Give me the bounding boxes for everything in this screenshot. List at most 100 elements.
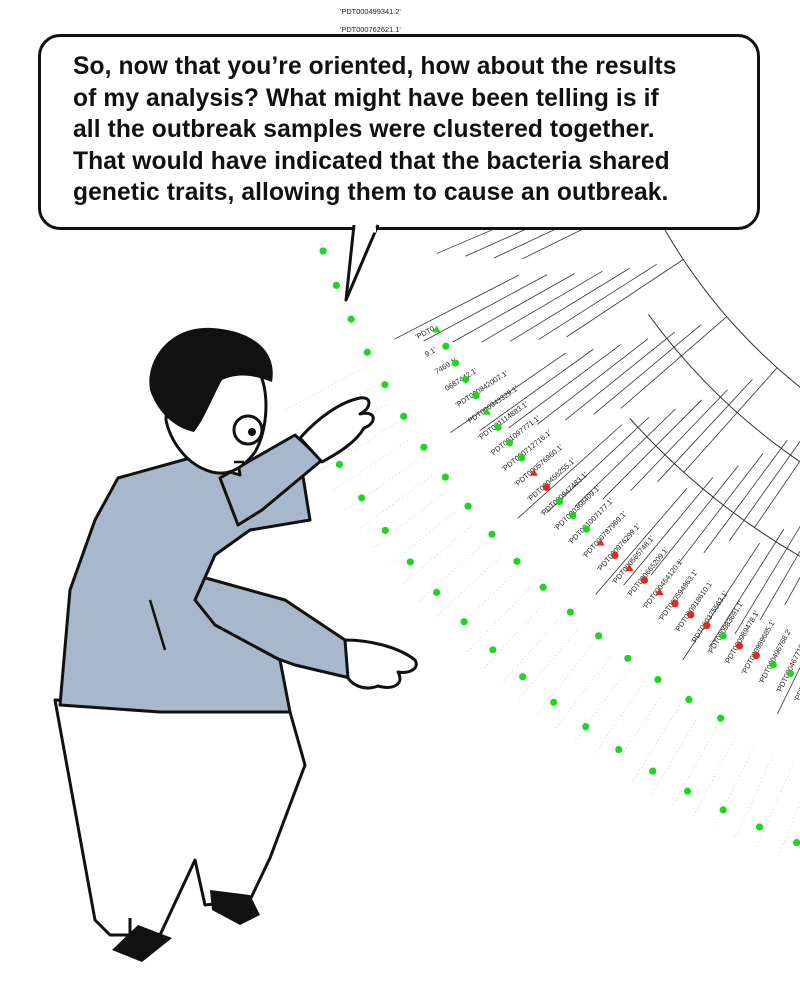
tree-branch	[620, 316, 727, 409]
outer-marker-rings	[315, 247, 800, 847]
upper-hand	[298, 396, 375, 464]
tree-leaf-dot-icon	[569, 511, 577, 520]
hair	[149, 327, 273, 432]
tree-leaf-dot-icon	[703, 622, 711, 630]
tree-leaf-dot-icon	[494, 423, 502, 431]
tree-branch	[574, 408, 676, 507]
tree-leaf-connector	[631, 705, 681, 783]
tree-leaf-connector	[284, 367, 365, 411]
tree-branch	[734, 526, 800, 635]
outer-ring-dot-icon	[685, 695, 693, 704]
outer-ring-dot-icon	[793, 838, 800, 847]
tree-leaf-triangle-icon	[529, 468, 538, 476]
tree-markers	[432, 325, 795, 678]
outer-ring-dot-icon	[566, 608, 574, 616]
tree-leaf-connector	[518, 630, 577, 700]
tree-leaf-connector	[692, 737, 736, 818]
tree-branch	[657, 378, 753, 483]
tree-branch	[394, 274, 519, 340]
shirt-upper-arm	[218, 433, 324, 527]
tree-branch	[650, 465, 739, 576]
tree-leaf-dot-icon	[506, 439, 514, 447]
outer-ring-dot-icon	[550, 698, 558, 706]
tree-leaf-dot-icon	[517, 454, 526, 462]
tree-leaf-dot-icon	[542, 483, 551, 491]
tree-branch	[566, 259, 684, 338]
tree-branch	[602, 399, 703, 500]
tree-leaf-connector	[672, 727, 717, 806]
tree-leaf-dot-icon	[442, 342, 450, 350]
outer-ring-dot-icon	[363, 348, 371, 356]
glasses-icon	[232, 414, 264, 446]
tree-branch	[623, 477, 714, 586]
tree-branch	[593, 324, 702, 415]
outer-ring-dot-icon	[582, 723, 590, 731]
tree-branch	[450, 352, 566, 433]
tree-leaf-dot-icon	[671, 600, 679, 608]
tree-branch	[565, 331, 675, 421]
tree-branch	[729, 440, 800, 541]
lower-hand	[343, 638, 418, 690]
outer-ring-dot-icon	[381, 526, 389, 535]
tree-leaf-dot-icon	[461, 375, 470, 384]
tree-leaf-dot-icon	[735, 642, 744, 650]
tree-leaf-label: 'PDT000499341.2'	[340, 7, 401, 16]
tree-leaf-triangle-icon	[596, 538, 605, 546]
outer-ring-dot-icon	[654, 675, 662, 684]
tree-leaf-dot-icon	[555, 497, 564, 506]
speech-line-2: of my analysis? What might have been tel…	[73, 84, 659, 112]
outer-ring-dot-icon	[488, 530, 496, 538]
tree-branch	[481, 270, 603, 343]
outer-ring-dot-icon	[719, 806, 727, 814]
speech-line-3: all the outbreak samples were clustered …	[73, 116, 655, 144]
tree-leaf-connector	[536, 644, 594, 715]
outer-ring-dot-icon	[489, 646, 497, 654]
tree-leaf-dot-icon	[640, 576, 648, 584]
tree-branch	[630, 389, 728, 492]
left-shoe	[112, 925, 172, 962]
tree-leaf-dot-icon	[752, 652, 760, 660]
tree-leaf-connector	[713, 746, 755, 828]
tree-branch	[784, 576, 800, 606]
outer-ring-dot-icon	[358, 494, 366, 502]
outer-ring-dot-icon	[615, 746, 623, 754]
tree-leaf-dot-icon	[719, 632, 727, 640]
tree-branch	[517, 424, 623, 519]
tree-leaf-triangle-icon	[655, 588, 664, 596]
outer-ring-dot-icon	[441, 473, 449, 481]
tree-leaf-triangle-icon	[432, 325, 441, 333]
outer-ring-dot-icon	[755, 823, 764, 831]
tree-clade-arc	[648, 314, 800, 463]
tree-leaf-connector	[554, 657, 611, 730]
outer-ring-dot-icon	[683, 787, 692, 795]
tree-leaf-connector	[373, 492, 445, 548]
tree-leaf-connector	[466, 587, 530, 653]
tree-branches	[284, 196, 800, 866]
outer-ring-dot-icon	[381, 381, 389, 389]
outer-ring-dot-icon	[717, 714, 725, 722]
tree-leaf-connector	[612, 694, 663, 770]
tree-branch	[538, 263, 657, 340]
tree-clade-arc	[664, 229, 800, 388]
tree-branch	[683, 367, 778, 473]
tree-leaf-connector	[483, 602, 546, 669]
speech-line-1: So, now that you’re oriented, how about …	[73, 53, 677, 80]
outer-ring-dot-icon	[332, 281, 340, 289]
tree-branch	[777, 666, 800, 715]
tree-branch	[546, 416, 650, 513]
outer-ring-dot-icon	[539, 583, 547, 591]
tree-leaf-connector	[734, 756, 774, 838]
tree-leaf-dot-icon	[687, 611, 695, 619]
outer-ring-dot-icon	[624, 654, 632, 662]
tree-leaf-connector	[417, 541, 486, 602]
tree-branch	[509, 267, 630, 342]
outer-ring-dot-icon	[406, 558, 414, 566]
outer-ring-dot-icon	[513, 557, 521, 565]
tree-leaf-dot-icon	[472, 392, 480, 400]
outer-ring-dot-icon	[347, 315, 355, 323]
tree-leaf-connector	[756, 764, 793, 848]
tree-leaf-connector	[402, 525, 472, 585]
